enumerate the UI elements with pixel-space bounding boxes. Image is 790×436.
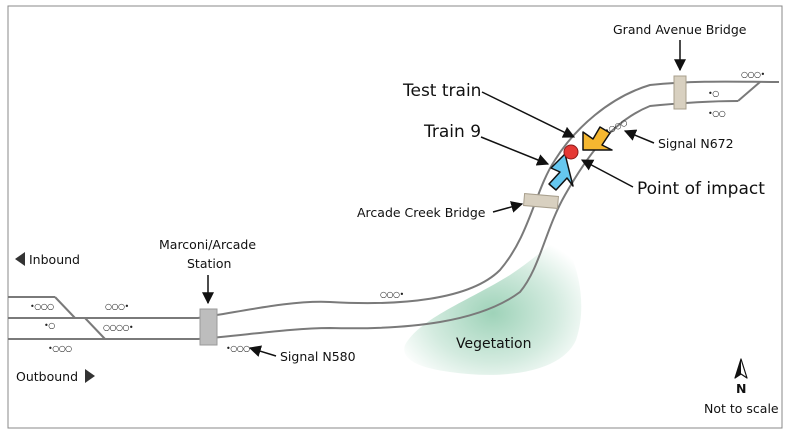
outbound-label: Outbound xyxy=(16,369,78,384)
signal-5: •○○○ xyxy=(48,344,72,353)
marconi-station-label-line2: Station xyxy=(187,256,231,271)
signal-2: ○○○• xyxy=(105,302,129,311)
signal-6: •○○○ xyxy=(226,344,250,353)
test-train-arrow xyxy=(582,126,613,151)
not-to-scale-label: Not to scale xyxy=(704,401,779,416)
signal-1: •○○○ xyxy=(30,302,54,311)
diagram-border xyxy=(7,5,783,429)
arcade-creek-bridge-pointer xyxy=(492,201,524,213)
point-of-impact-label: Point of impact xyxy=(637,179,765,199)
train-9-label: Train 9 xyxy=(423,122,481,142)
point-of-impact-marker xyxy=(563,144,579,160)
arcade-creek-bridge-structure xyxy=(523,192,559,210)
north-label: N xyxy=(736,381,746,396)
vegetation-label: Vegetation xyxy=(456,336,532,352)
signal-10: •○○ xyxy=(708,109,726,118)
outbound-arrow-icon xyxy=(85,369,95,383)
marconi-station-label-line1: Marconi/Arcade xyxy=(159,237,256,252)
test-train-pointer xyxy=(481,91,576,138)
grand-avenue-bridge-label: Grand Avenue Bridge xyxy=(613,22,747,37)
signal-3: •○ xyxy=(44,321,55,330)
inbound-arrow-icon xyxy=(15,252,25,266)
train-9-arrow xyxy=(548,153,574,191)
train-9-pointer xyxy=(480,136,550,166)
signal-n672-label: Signal N672 xyxy=(658,136,734,151)
signal-7: ○○○• xyxy=(380,290,404,299)
grand-avenue-bridge-structure xyxy=(673,75,687,110)
test-train-label: Test train xyxy=(402,81,481,101)
signal-8: ○○○• xyxy=(741,70,765,79)
signal-4: ○○○○• xyxy=(103,323,133,332)
signal-n672-pointer xyxy=(623,129,655,144)
arcade-creek-bridge-label: Arcade Creek Bridge xyxy=(357,205,486,220)
track-network xyxy=(8,80,780,340)
crossover-1 xyxy=(54,296,76,319)
signal-n580-label: Signal N580 xyxy=(280,349,356,364)
signal-9: •○ xyxy=(708,89,719,98)
crossover-right xyxy=(737,81,761,102)
track-upper xyxy=(8,80,780,319)
track-lower xyxy=(8,100,739,340)
point-of-impact-pointer xyxy=(580,159,634,188)
inbound-label: Inbound xyxy=(29,252,80,267)
signal-n580-pointer xyxy=(248,345,277,357)
marconi-station-platform xyxy=(199,308,218,346)
north-arrow-fill xyxy=(735,359,741,378)
crossover-2 xyxy=(84,317,106,340)
